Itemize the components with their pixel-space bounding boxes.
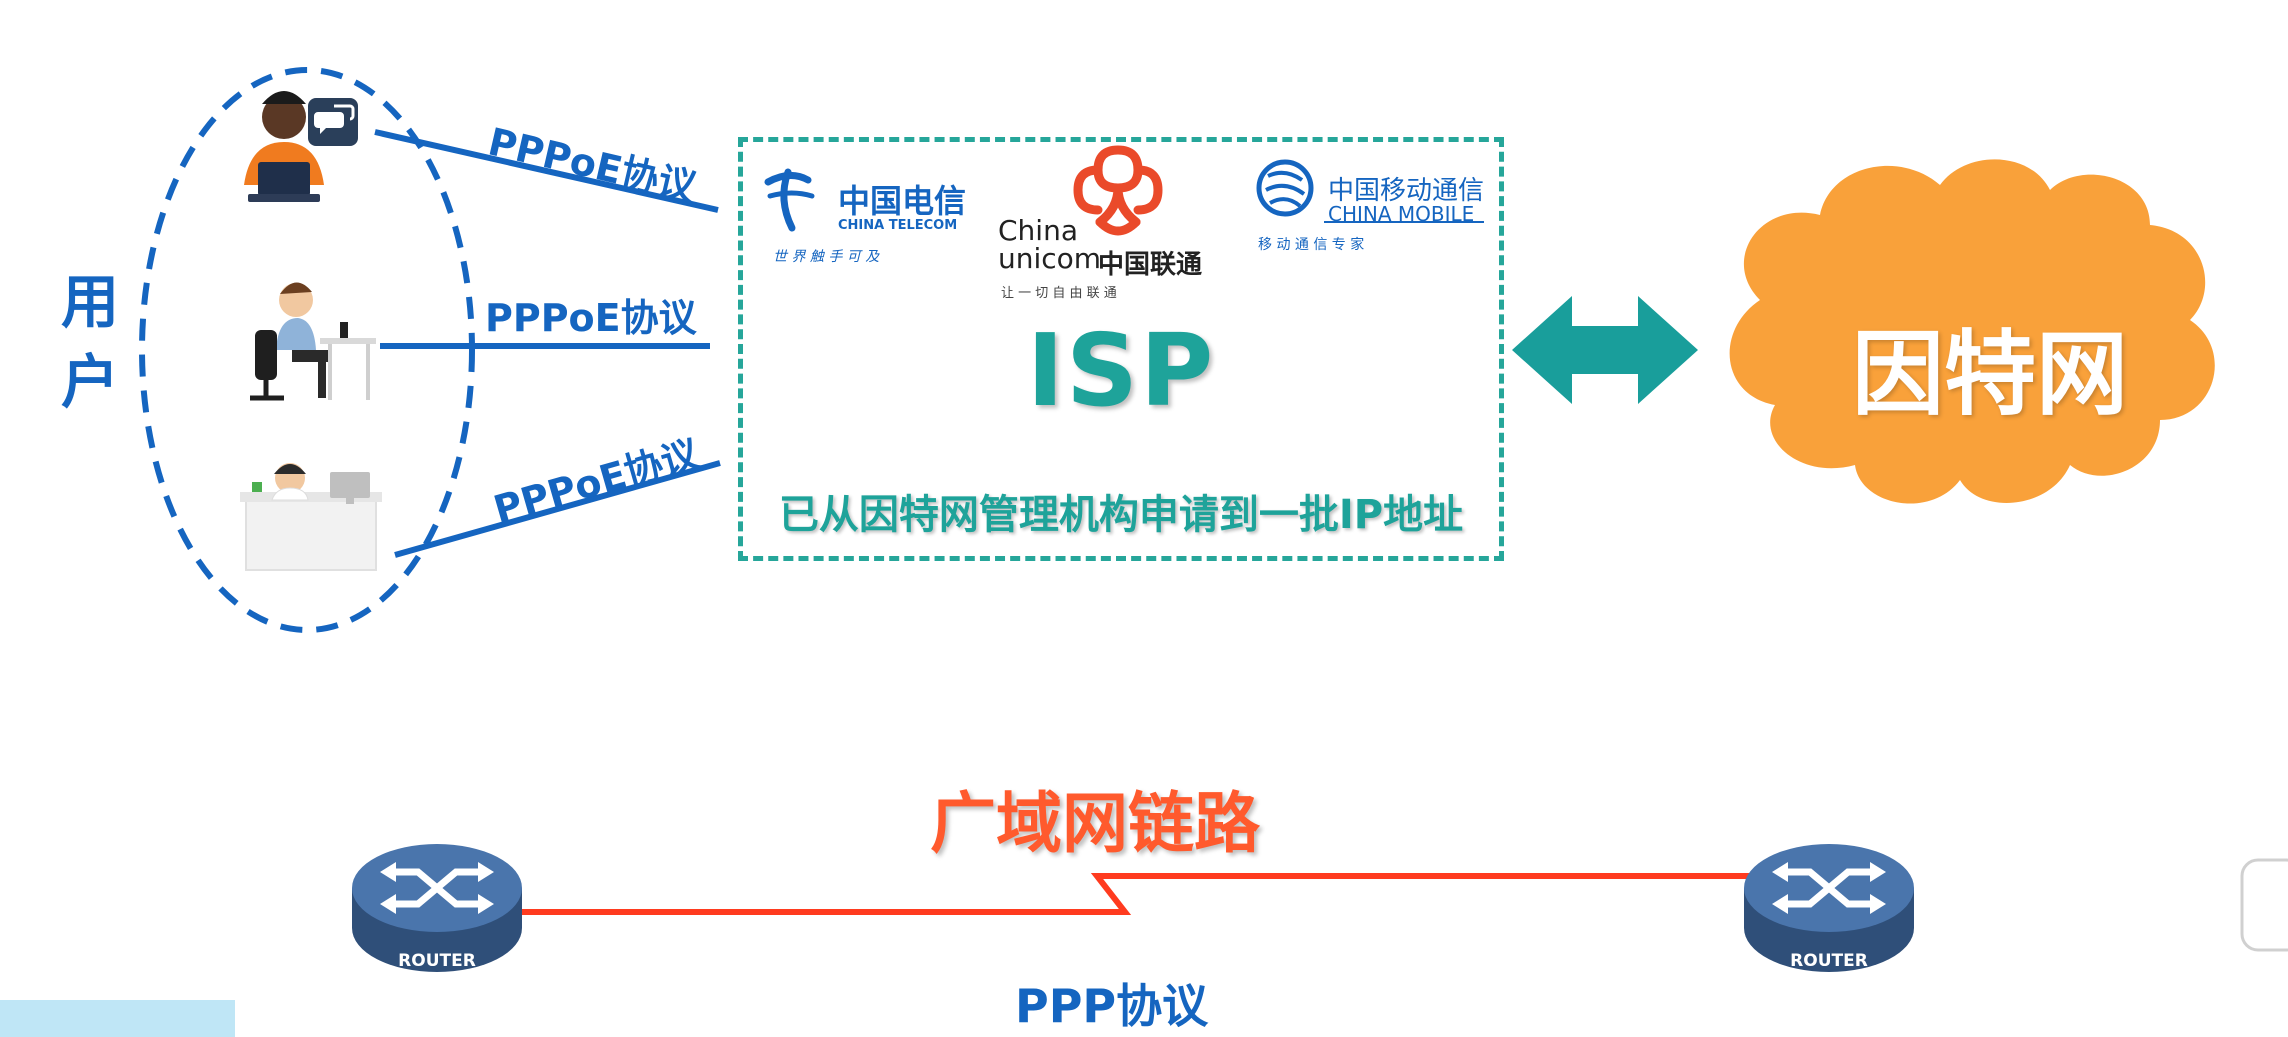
user-group-label: 用户 — [60, 268, 119, 416]
telecom-name-en: CHINA TELECOM — [838, 218, 958, 233]
unicom-name-en-top: China — [998, 214, 1078, 247]
isp-box: 中国电信 CHINA TELECOM 世 界 触 手 可 及 China uni… — [738, 137, 1504, 561]
telecom-slogan: 世 界 触 手 可 及 — [773, 249, 880, 265]
bidirectional-arrow-icon — [1512, 296, 1698, 404]
pppoe-line-1 — [374, 129, 719, 213]
china-unicom-logo — [1073, 145, 1163, 236]
router-left-caption: ROUTER — [398, 951, 476, 971]
china-mobile-logo — [1256, 159, 1484, 223]
mobile-name-en: CHINA MOBILE — [1328, 202, 1475, 226]
router-right-icon — [1744, 844, 1914, 972]
wan-link-label: 广域网链路 — [930, 785, 1260, 862]
unicom-name-cn: 中国联通 — [1098, 250, 1203, 280]
pppoe-line-3 — [394, 460, 721, 558]
isp-note: 已从因特网管理机构申请到一批IP地址 — [778, 492, 1464, 538]
unicom-name-en-bottom: unicom — [998, 242, 1102, 275]
internet-cloud-icon — [1729, 159, 2215, 504]
side-widget-icon[interactable] — [2240, 858, 2288, 952]
internet-label: 因特网 — [1851, 321, 2128, 428]
user-office-icon — [240, 463, 382, 571]
wan-link-line — [520, 873, 1760, 915]
isp-title: ISP — [1026, 312, 1216, 429]
router-right-caption: ROUTER — [1790, 951, 1868, 971]
user-group-ellipse — [139, 67, 475, 633]
unicom-slogan: 让 一 切 自 由 联 通 — [1001, 286, 1117, 301]
user-laptop-icon — [244, 91, 358, 202]
user-desk-icon — [250, 282, 376, 401]
pppoe-label-2: PPPoE协议 — [485, 296, 697, 340]
ppp-protocol-label: PPP协议 — [1015, 979, 1209, 1033]
bottom-progress-strip — [0, 1000, 235, 1037]
mobile-slogan: 移 动 通 信 专 家 — [1258, 237, 1365, 253]
china-telecom-logo — [764, 168, 815, 232]
router-left-icon — [352, 844, 522, 972]
mobile-name-cn: 中国移动通信 — [1328, 176, 1485, 206]
telecom-name-cn: 中国电信 — [838, 182, 967, 220]
